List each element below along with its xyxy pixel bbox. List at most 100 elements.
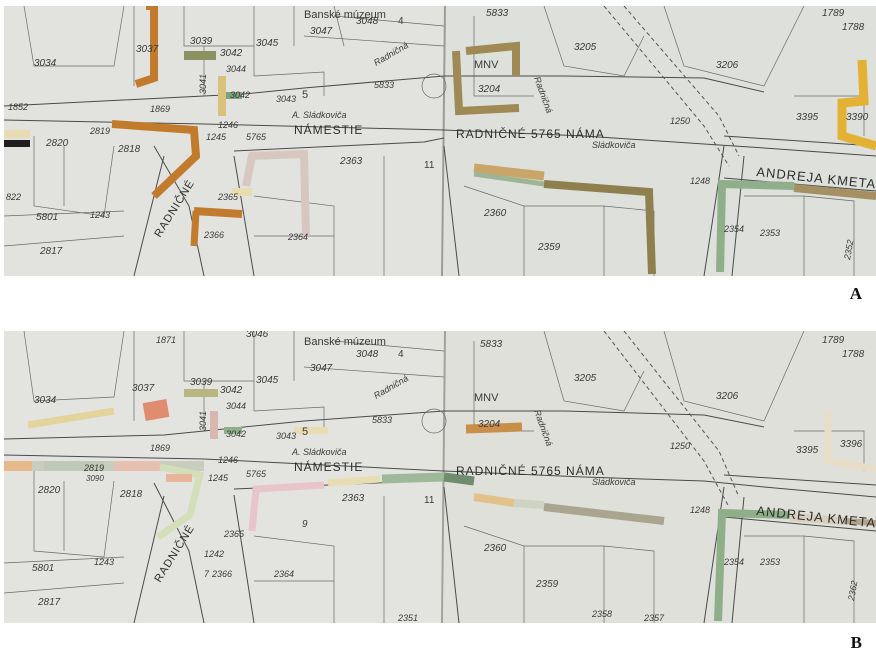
parcel-number: 2364 (287, 232, 308, 242)
parcel-number: 1243 (90, 210, 110, 220)
parcel-number: 3395 (796, 112, 819, 123)
parcel-number: 2820 (45, 138, 69, 149)
parcel-number: 2360 (483, 208, 507, 219)
parcel-number: 3042 (230, 90, 250, 100)
parcel-number: 3204 (478, 84, 501, 95)
parcel-number: 1789 (822, 8, 845, 19)
tape-markings-b (4, 389, 876, 622)
parcel-number: 5765 (246, 132, 267, 142)
parcel-number: 3043 (276, 431, 296, 441)
parcel-number: 5801 (32, 563, 54, 574)
map-a-drawing: Banské múzeum MNV NÁMESTIE RADNIČNÉ 5765… (4, 6, 876, 276)
parcel-number: 2359 (535, 579, 559, 590)
parcel-number: 3090 (86, 474, 104, 483)
parcel-number: 5833 (372, 415, 392, 425)
parcel-number: 2354 (723, 224, 744, 234)
parcel-numbers-b: 3034 3037 3039 3042 3045 3046 3047 3048 … (32, 331, 865, 623)
parcel-number: 2351 (397, 613, 418, 623)
parcel-number: 2818 (117, 144, 141, 155)
parcel-number: 2363 (341, 493, 365, 504)
parcel-number: 3396 (840, 439, 863, 450)
parcel-number: 3042 (220, 48, 243, 59)
parcel-number: 7 (204, 569, 210, 579)
sladkovica-label-b: Sládkoviča (592, 477, 636, 487)
mnv-label-b: MNV (474, 392, 499, 404)
parcel-number: 1871 (156, 335, 176, 345)
map-panel-b: Banské múzeum MNV NÁMESTIE RADNIČNÉ 5765… (4, 331, 876, 623)
parcel-number: 3045 (256, 38, 279, 49)
parcel-number: 3044 (226, 401, 246, 411)
parcel-number: 3205 (574, 42, 597, 53)
parcel-number: 2353 (759, 228, 780, 238)
parcel-number: 5 (302, 89, 308, 101)
parcel-number: 1789 (822, 335, 845, 346)
map-b-drawing: Banské múzeum MNV NÁMESTIE RADNIČNÉ 5765… (4, 331, 876, 623)
parcel-number: 5833 (486, 8, 509, 19)
museum-label-b: Banské múzeum (304, 336, 386, 348)
parcel-number: 11 (424, 160, 435, 171)
sladkovica-prefix-label-b: A. Sládkoviča (291, 447, 347, 457)
parcel-number: 1248 (690, 176, 710, 186)
parcel-number: 1248 (690, 505, 710, 515)
parcel-number: 3206 (716, 391, 739, 402)
parcel-number: 3039 (190, 36, 213, 47)
parcel-number: 3045 (256, 375, 279, 386)
parcel-number: 3037 (136, 44, 159, 55)
parcel-number: 1246 (218, 120, 238, 130)
parcel-number: 2817 (39, 246, 63, 257)
parcel-number: 2363 (339, 156, 363, 167)
parcel-number: 3206 (716, 60, 739, 71)
parcel-number: 3204 (478, 419, 501, 430)
parcel-number: 3046 (246, 331, 269, 340)
parcel-number: 1245 (206, 132, 227, 142)
parcel-number: 3042 (226, 429, 246, 439)
parcel-number: 3041 (198, 74, 208, 94)
square-label-left: NÁMESTIE (294, 122, 363, 137)
parcel-number: 2357 (643, 613, 665, 623)
parcel-number: 11 (424, 495, 435, 506)
parcel-number: 3048 (356, 16, 379, 27)
parcel-number: 2817 (37, 597, 61, 608)
tape-markings-a (4, 6, 876, 275)
parcel-number: 2366 (211, 569, 232, 579)
parcel-number: 3034 (34, 395, 57, 406)
parcel-number: 3043 (276, 94, 296, 104)
parcel-number: 2353 (759, 557, 780, 567)
parcel-number: 1250 (670, 116, 690, 126)
parcel-number: 1246 (218, 455, 238, 465)
parcel-number: 2364 (273, 569, 294, 579)
parcel-number: 3041 (198, 411, 208, 431)
parcel-number: 3395 (796, 445, 819, 456)
parcel-number: 1250 (670, 441, 690, 451)
parcel-number: 3034 (34, 58, 57, 69)
parcel-number: 4 (398, 349, 404, 360)
parcel-number: 3047 (310, 363, 333, 374)
parcel-number: 2352 (842, 239, 856, 261)
parcel-number: 2365 (217, 192, 239, 202)
parcel-number: 1788 (842, 22, 865, 33)
parcel-number: 5765 (246, 469, 267, 479)
parcel-number: 3390 (846, 112, 869, 123)
parcel-number: 3044 (226, 64, 246, 74)
parcel-number: 3048 (356, 349, 379, 360)
parcel-number: 2358 (591, 609, 612, 619)
parcel-number: 5833 (374, 80, 394, 90)
sladkovica-prefix-label: A. Sládkoviča (291, 110, 347, 120)
parcel-number: 1788 (842, 349, 865, 360)
map-panel-a: Banské múzeum MNV NÁMESTIE RADNIČNÉ 5765… (4, 6, 876, 276)
parcel-number: 4 (398, 16, 404, 27)
parcel-number: 3047 (310, 26, 333, 37)
parcel-number: 2819 (89, 126, 110, 136)
sladkovica-label: Sládkoviča (592, 140, 636, 150)
parcel-number: 822 (6, 192, 21, 202)
figure-label-a: A (849, 284, 862, 303)
parcel-number: 2360 (483, 543, 507, 554)
parcel-number: 3037 (132, 383, 155, 394)
parcel-number: 2362 (846, 580, 860, 602)
museum-label: Banské múzeum (304, 9, 386, 21)
parcel-number: 3039 (190, 377, 213, 388)
parcel-number: 3042 (220, 385, 243, 396)
parcel-number: 1245 (208, 473, 229, 483)
parcel-number: 2366 (203, 230, 224, 240)
parcel-number: 5 (302, 426, 308, 438)
